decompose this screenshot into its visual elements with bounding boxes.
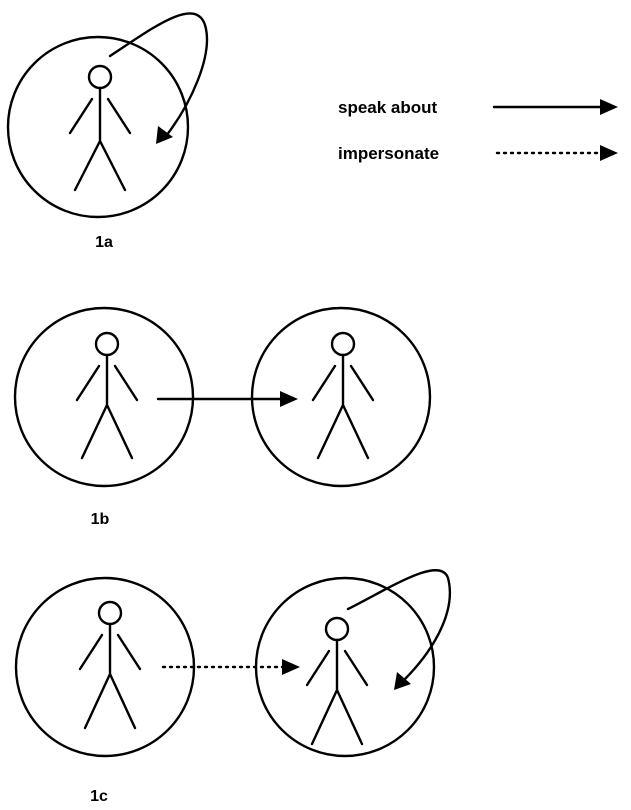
panel-1b-left-figure-head (94, 331, 120, 357)
panel-1c-right-stick-figure (305, 616, 369, 746)
legend-item-speak-about: speak about (338, 98, 618, 117)
panel-1b-speak-about-arrow (156, 391, 298, 407)
panel-1b-label: 1b (91, 511, 110, 528)
panel-1b-left-figure-body (75, 353, 139, 460)
panel-1c: 1c (14, 568, 452, 805)
panel-1c-left-stick-figure (78, 600, 142, 730)
panel-1a-stick-figure (68, 64, 132, 192)
legend-label-impersonate: impersonate (338, 144, 439, 163)
panel-1a-arc (108, 12, 209, 138)
panel-1b-right-figure-body (311, 353, 375, 460)
legend-label-speak-about: speak about (338, 98, 438, 117)
legend-item-impersonate: impersonate (338, 144, 618, 163)
panel-1b-right-circle (250, 306, 432, 488)
panel-1a-figure-body (68, 86, 132, 192)
panel-1c-right-figure-body (305, 638, 369, 746)
panel-1c-left-circle (14, 576, 196, 758)
panel-1c-left-figure-head (97, 600, 123, 626)
panel-1a-circle (6, 35, 190, 219)
panel-1a: 1a (6, 12, 209, 251)
panel-1b-right-figure-head (330, 331, 356, 357)
panel-1c-left-figure-body (78, 622, 142, 730)
panel-1c-label: 1c (90, 788, 108, 805)
panel-1c-self-arrow (346, 568, 452, 690)
panel-1c-arc (346, 568, 452, 682)
legend-dotted-arrowhead (600, 145, 618, 161)
panel-1a-figure-head (87, 64, 113, 90)
panel-1b-left-stick-figure (75, 331, 139, 460)
panel-1a-arc-arrowhead (156, 126, 173, 144)
panel-1c-arc-arrowhead (394, 672, 411, 690)
panel-1b-right-stick-figure (311, 331, 375, 460)
panel-1a-label: 1a (95, 234, 113, 251)
panel-1c-dotted-arrowhead (282, 659, 300, 675)
legend: speak about impersonate (338, 98, 618, 163)
panel-1b-arrowhead (280, 391, 298, 407)
panel-1b: 1b (13, 306, 432, 528)
panel-1a-self-arrow (108, 12, 209, 144)
panel-1c-impersonate-arrow (161, 659, 300, 675)
panel-1c-right-figure-head (324, 616, 350, 642)
panel-1b-left-circle (13, 306, 195, 488)
legend-solid-arrowhead (600, 99, 618, 115)
